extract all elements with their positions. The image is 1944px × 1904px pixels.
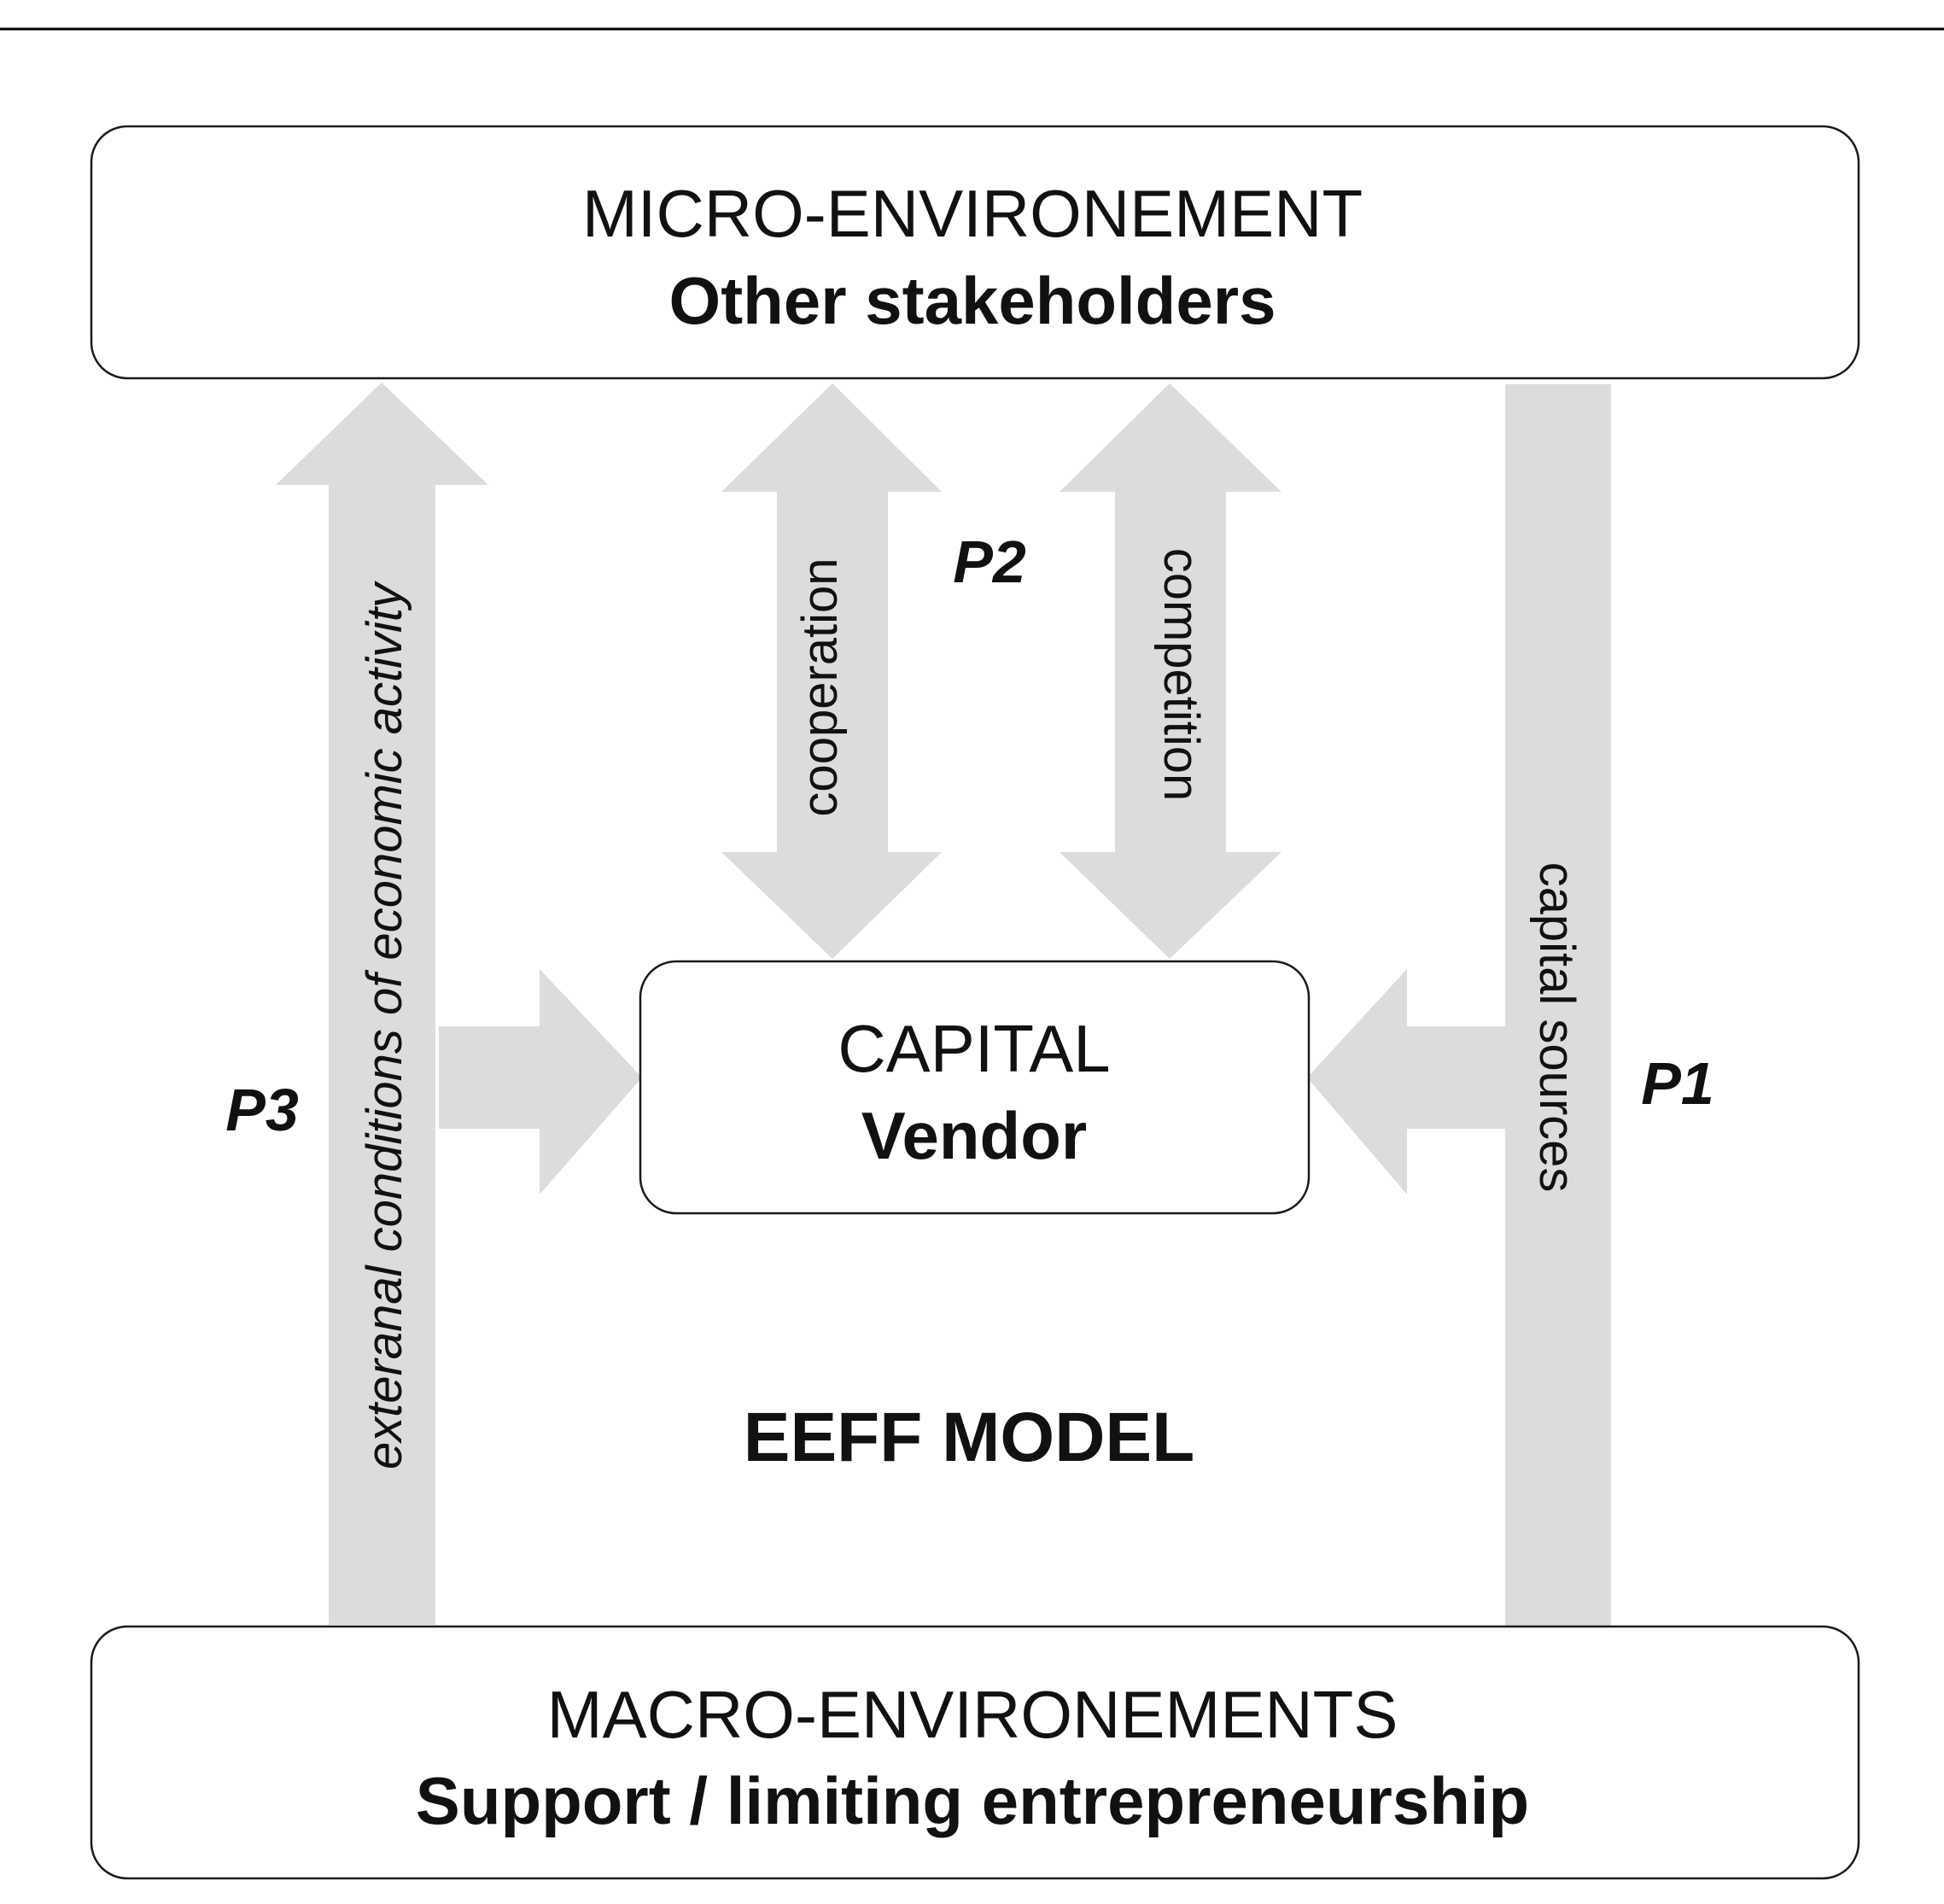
p3-label: P3 bbox=[225, 1077, 299, 1143]
capital-sources-label: capital sources bbox=[1529, 862, 1585, 1193]
capital-sources-to-capital-arrow bbox=[1307, 969, 1505, 1194]
capital-subtitle: Vendor bbox=[861, 1098, 1087, 1173]
model-title: EEFF MODEL bbox=[744, 1399, 1194, 1476]
macro-environment-box bbox=[90, 1625, 1860, 1880]
p1-label: P1 bbox=[1641, 1050, 1714, 1117]
external-to-capital-arrow bbox=[439, 969, 642, 1194]
external-conditions-arrow bbox=[276, 383, 488, 1625]
external-conditions-label: exteranal conditions of economic activit… bbox=[357, 581, 412, 1469]
micro-environment-subtitle: Other stakeholders bbox=[669, 263, 1276, 338]
cooperation-arrow bbox=[721, 383, 942, 959]
p2-label: P2 bbox=[953, 529, 1026, 595]
macro-environment-subtitle: Support / limiting entrepreneurship bbox=[416, 1763, 1529, 1838]
cooperation-label: cooperation bbox=[792, 558, 848, 816]
competition-label: competition bbox=[1153, 548, 1209, 802]
micro-environment-title: MICRO-ENVIRONEMENT bbox=[582, 176, 1363, 251]
capital-box bbox=[639, 960, 1311, 1215]
competition-arrow bbox=[1060, 383, 1281, 959]
capital-sources-bar bbox=[1505, 384, 1611, 1627]
capital-title: CAPITAL bbox=[838, 1011, 1110, 1086]
micro-environment-box bbox=[90, 125, 1860, 380]
macro-environment-title: MACRO-ENVIRONEMENTS bbox=[547, 1677, 1398, 1752]
